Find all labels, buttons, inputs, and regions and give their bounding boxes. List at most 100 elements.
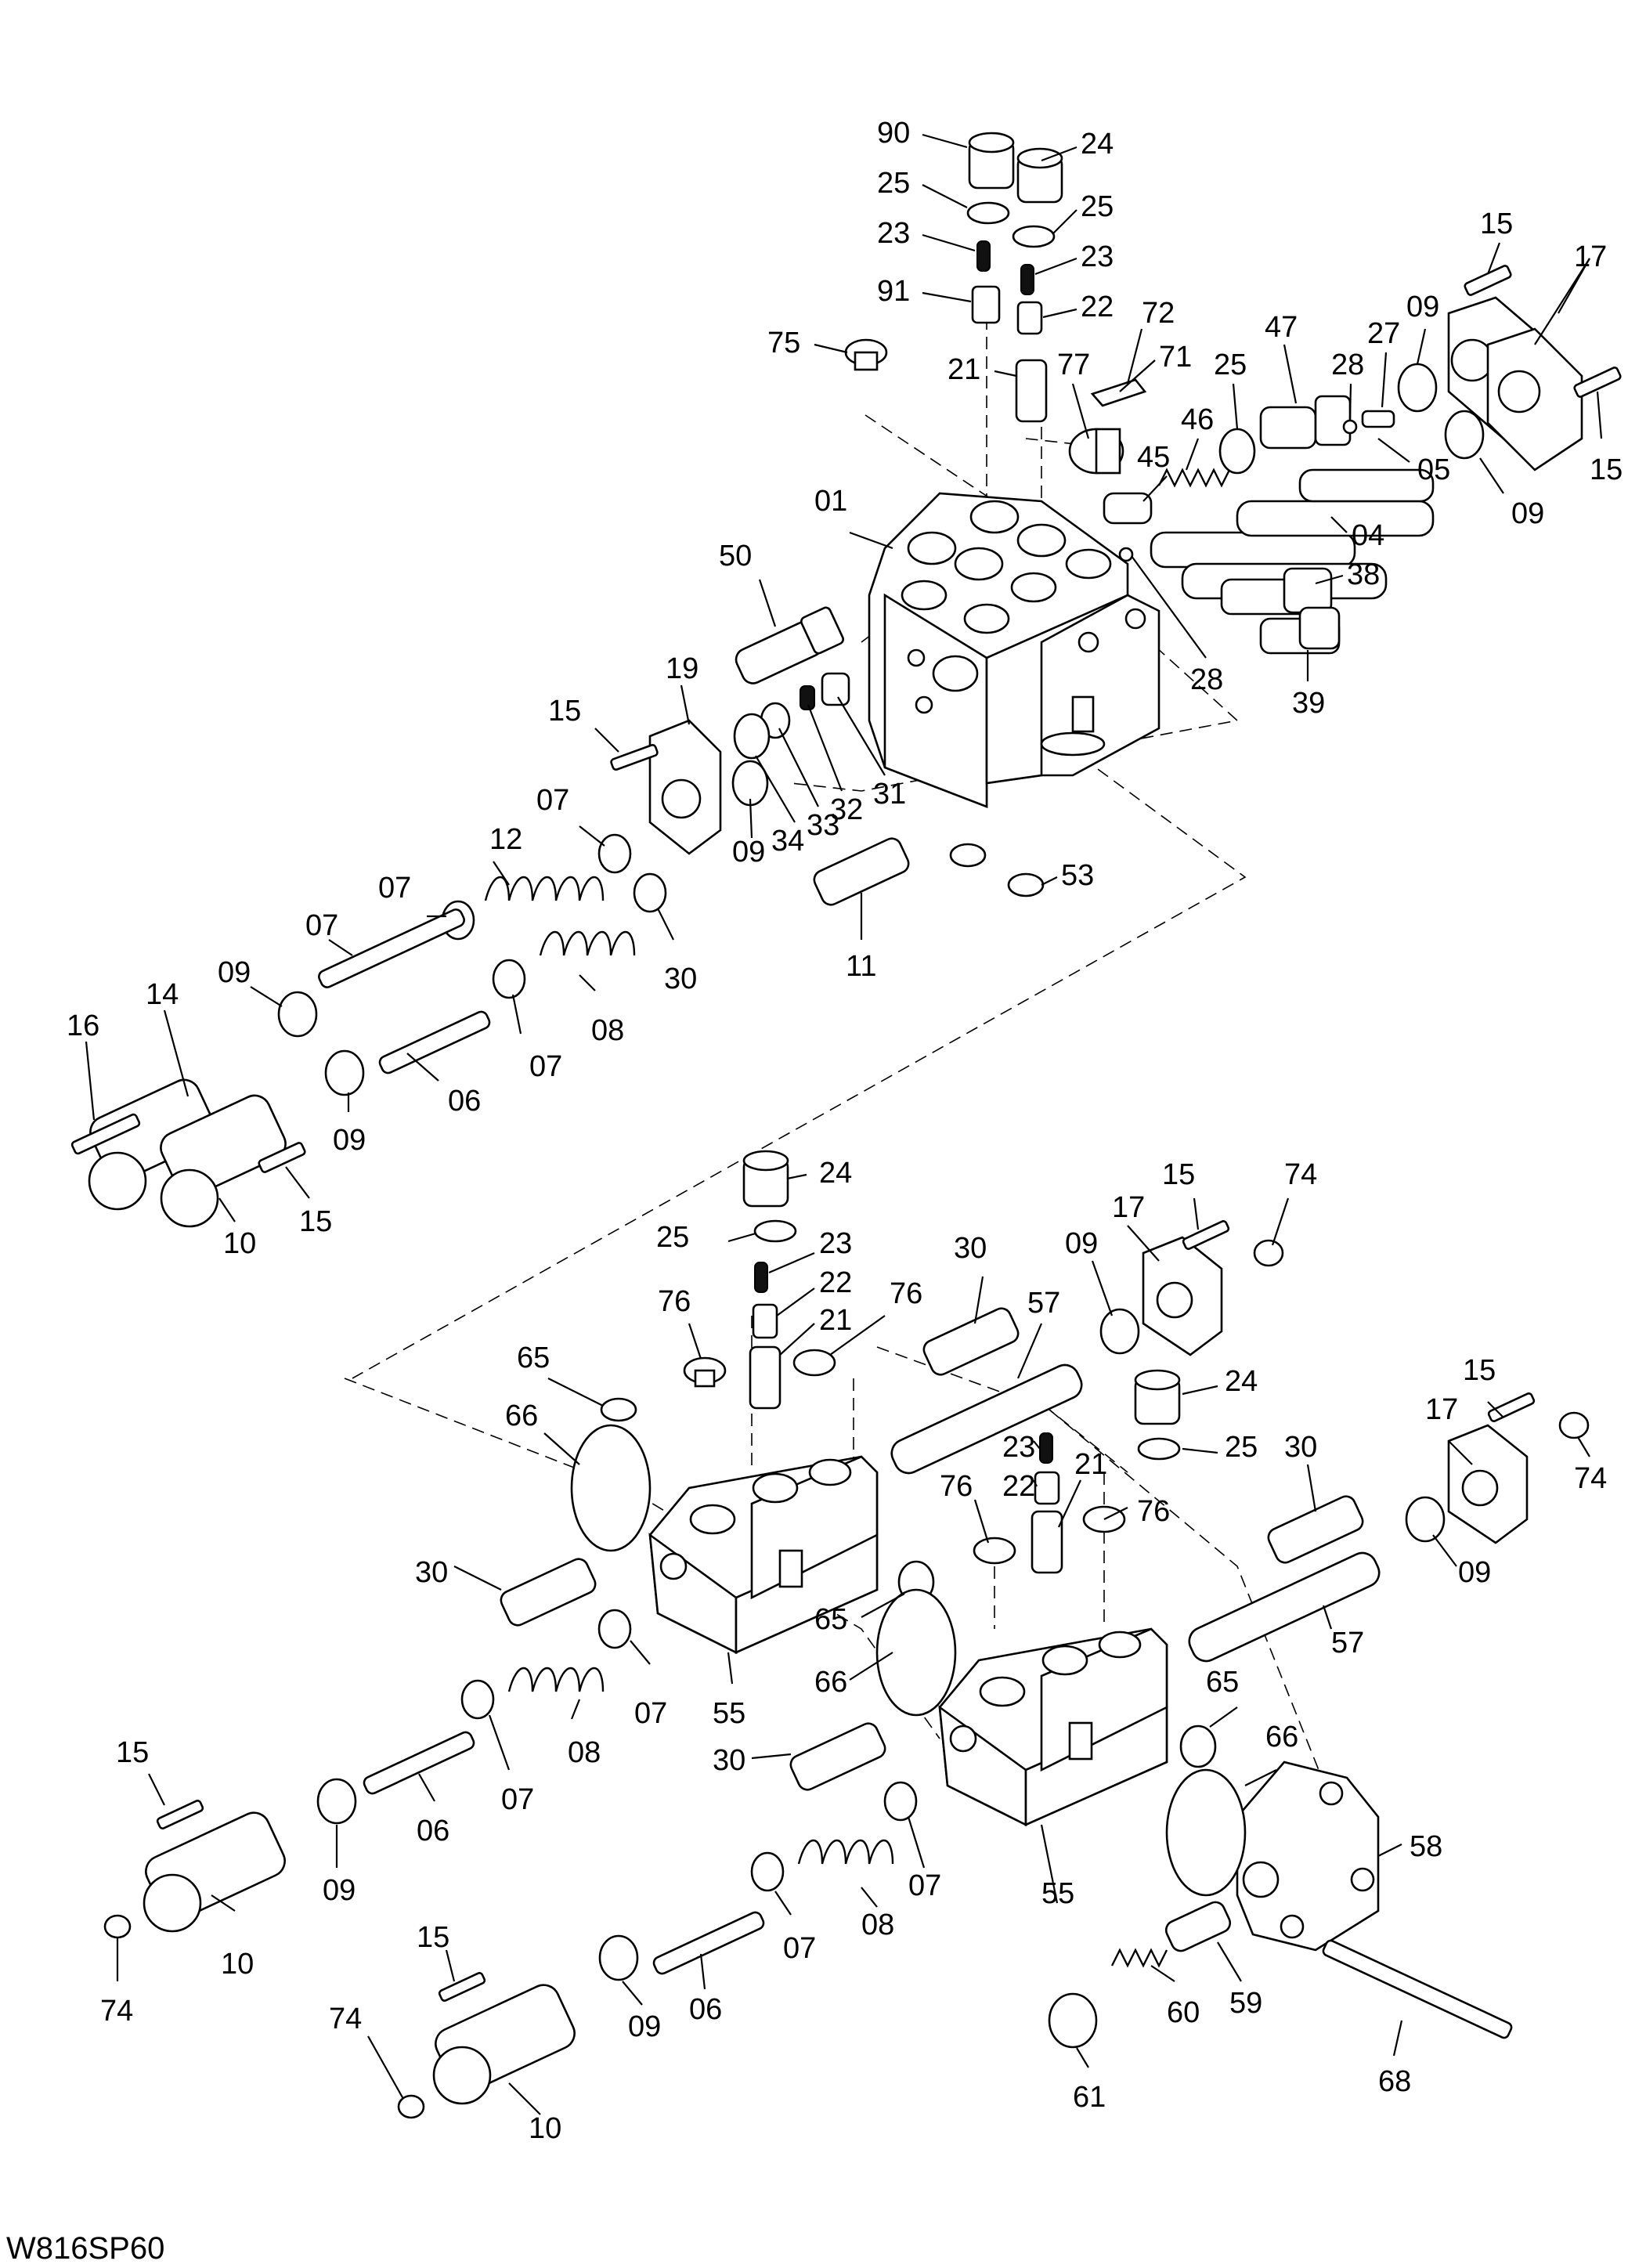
callout-17: 17 [1112,1191,1145,1224]
callout-09: 09 [333,1124,366,1157]
main-valve-body-01 [868,492,1161,808]
callout-61: 61 [1073,2081,1106,2114]
callout-15: 15 [548,695,581,728]
callout-09: 09 [1065,1227,1098,1260]
callout-30: 30 [713,1744,745,1777]
callout-06: 06 [448,1085,481,1118]
callout-14: 14 [146,978,179,1011]
callout-15: 15 [1480,208,1513,240]
callout-24: 24 [1081,128,1114,161]
callout-06: 06 [417,1815,449,1847]
callout-15: 15 [299,1205,332,1238]
callout-07: 07 [529,1050,562,1083]
callout-21: 21 [1074,1448,1107,1481]
callout-12: 12 [489,823,522,856]
callout-23: 23 [877,217,910,250]
callout-24: 24 [1225,1365,1258,1398]
callout-23: 23 [1002,1431,1035,1464]
callout-08: 08 [568,1736,601,1769]
callout-07: 07 [501,1783,534,1816]
callout-65: 65 [517,1342,550,1374]
upper-right-parts [844,132,1622,655]
callout-09: 09 [1406,291,1439,323]
callout-74: 74 [329,2003,362,2035]
callout-07: 30 [664,962,697,995]
callout-68: 68 [1378,2065,1411,2098]
callout-76: 76 [940,1470,973,1503]
callout-09: 09 [1511,497,1544,530]
end-cover-58 [1236,1761,1380,1952]
callout-15: 15 [1590,453,1623,486]
callout-21: 21 [819,1304,852,1337]
callout-55: 55 [713,1697,745,1730]
callout-09: 09 [218,956,251,989]
callout-23: 23 [819,1227,852,1260]
lower-section-55-right [938,1627,1168,1827]
callout-46: 46 [1181,403,1214,436]
callout-labels: 90 24 25 25 23 23 91 22 75 21 72 71 77 4… [67,117,1623,2145]
callout-75: 75 [767,327,800,359]
leader-lines [85,133,1603,2115]
callout-30: 30 [415,1556,448,1589]
callout-07: 07 [783,1932,816,1965]
callout-10: 10 [529,2112,561,2145]
callout-25: 25 [1081,190,1114,223]
callout-15: 15 [1162,1158,1195,1191]
callout-91: 91 [877,275,910,308]
callout-66: 66 [505,1399,538,1432]
callout-57: 57 [1027,1287,1060,1320]
callout-22: 22 [1002,1470,1035,1503]
callout-32: 32 [830,793,863,826]
callout-25: 25 [1225,1431,1258,1464]
callout-31: 31 [873,778,906,811]
callout-28: 28 [1190,663,1223,696]
callout-39: 39 [1292,687,1325,720]
callout-45: 45 [1137,441,1170,474]
callout-27: 27 [1367,317,1400,350]
callout-25: 25 [877,167,910,200]
callout-07: 07 [536,784,569,817]
callout-66: 66 [1265,1721,1298,1753]
callout-58: 58 [1410,1830,1442,1863]
callout-08: 08 [861,1909,894,1941]
callout-30: 11 [846,950,876,983]
callout-74: 74 [1284,1158,1317,1191]
callout-15: 15 [116,1736,149,1769]
callout-28: 28 [1331,349,1364,381]
callout-07: 07 [634,1697,667,1730]
lower-section-55-left [648,1455,879,1655]
callout-59: 59 [1229,1987,1262,2020]
callout-65: 65 [814,1603,847,1636]
upper-left-parts [70,606,1045,1228]
callout-16: 16 [67,1009,99,1042]
callout-50: 50 [719,540,752,572]
callout-55: 55 [1041,1877,1074,1910]
callout-76: 76 [1137,1495,1170,1528]
callout-23: 23 [1081,240,1114,273]
callout-11: 07 [305,909,338,942]
callout-09: 09 [1458,1556,1491,1589]
callout-53: 53 [1061,859,1094,892]
callout-07: 07 [378,872,411,905]
callout-04: 04 [1352,519,1384,552]
callout-47: 47 [1265,311,1298,344]
callout-65: 65 [1206,1666,1239,1699]
callout-06: 06 [689,1993,722,2026]
callout-19: 19 [666,652,698,685]
callout-08: 08 [591,1014,624,1047]
callout-57: 57 [1331,1627,1364,1659]
callout-76: 76 [890,1277,922,1310]
callout-25: 25 [1214,349,1247,381]
callout-34: 34 [771,825,804,858]
callout-10: 10 [221,1948,254,1981]
callout-66: 66 [814,1666,847,1699]
callout-09: 09 [628,2010,661,2043]
callout-60: 60 [1167,1996,1200,2029]
callout-72: 72 [1142,297,1175,330]
callout-09: 09 [732,836,765,869]
callout-25: 25 [656,1221,689,1254]
callout-71: 71 [1159,341,1192,374]
callout-21: 21 [948,353,980,386]
callout-33: 33 [807,809,839,842]
